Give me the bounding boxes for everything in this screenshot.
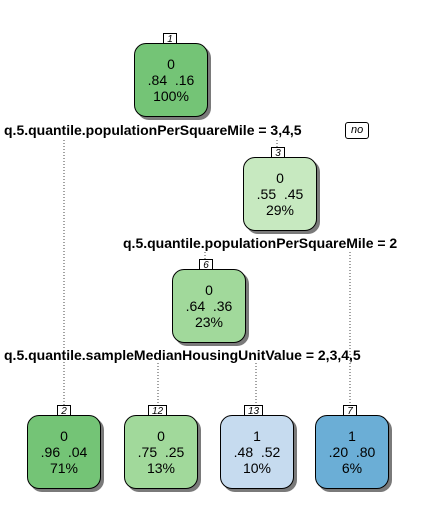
node-percent: 13% [146, 460, 176, 476]
node-class: 0 [276, 170, 284, 186]
node-class: 0 [205, 282, 213, 298]
tree-node-1: 0 .84 .16 100% [134, 43, 208, 117]
tree-node-12: 0 .75 .25 13% [124, 415, 198, 489]
node-probs: .55 .45 [256, 186, 304, 202]
node-probs: .64 .36 [185, 298, 233, 314]
node-probs: .75 .25 [137, 444, 185, 460]
node-probs: .20 .80 [328, 444, 376, 460]
split-label-2: q.5.quantile.populationPerSquareMile = 2 [123, 235, 398, 251]
node-class: 0 [157, 428, 165, 444]
node-percent: 6% [341, 460, 363, 476]
split-label-3: q.5.quantile.sampleMedianHousingUnitValu… [4, 347, 361, 363]
split-no-badge: no [345, 122, 370, 139]
node-class: 0 [167, 56, 175, 72]
tree-node-3: 0 .55 .45 29% [243, 157, 317, 231]
split-label-1: q.5.quantile.populationPerSquareMile = 3… [4, 122, 302, 138]
node-class: 1 [253, 428, 261, 444]
tree-node-6: 0 .64 .36 23% [172, 269, 246, 343]
tree-node-13: 1 .48 .52 10% [220, 415, 294, 489]
node-percent: 29% [265, 202, 295, 218]
tree-node-2: 0 .96 .04 71% [27, 415, 101, 489]
node-percent: 71% [49, 460, 79, 476]
node-percent: 23% [194, 314, 224, 330]
node-percent: 100% [153, 88, 189, 104]
node-class: 0 [60, 428, 68, 444]
node-class: 1 [348, 428, 356, 444]
node-probs: .96 .04 [40, 444, 88, 460]
node-probs: .48 .52 [233, 444, 281, 460]
node-probs: .84 .16 [147, 72, 195, 88]
tree-node-7: 1 .20 .80 6% [315, 415, 389, 489]
node-percent: 10% [242, 460, 272, 476]
